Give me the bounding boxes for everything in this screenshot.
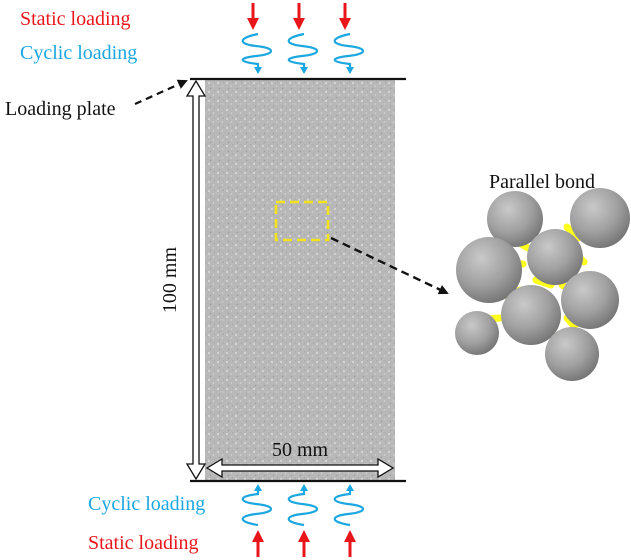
spring-wave-icon (333, 490, 365, 527)
highlight-region (274, 200, 330, 242)
up-arrow-icon (344, 530, 356, 557)
top-static-arrows (247, 3, 351, 30)
up-arrow-icon (298, 530, 310, 557)
top-cyclic-springs (241, 32, 365, 74)
loading-plate-label: Loading plate (5, 98, 116, 120)
particle (545, 327, 599, 381)
bottom-cyclic-springs (241, 484, 365, 527)
loading-plate-pointer (134, 79, 188, 106)
down-arrow-icon (293, 3, 305, 30)
parallel-bond-label: Parallel bond (489, 171, 595, 193)
spring-wave-icon (241, 490, 273, 527)
width-dimension-arrow (205, 457, 395, 479)
particle (570, 188, 630, 248)
particle (561, 271, 619, 329)
particle (527, 229, 583, 285)
particle (455, 311, 499, 355)
down-arrow-icon (339, 3, 351, 30)
particle (487, 191, 543, 247)
cyclic-loading-bottom-label: Cyclic loading (88, 493, 205, 515)
particle (501, 285, 561, 345)
height-dimension-arrow (185, 79, 207, 481)
spring-wave-icon (333, 32, 365, 68)
static-loading-bottom-label: Static loading (88, 532, 199, 554)
up-arrow-icon (252, 530, 264, 557)
spring-wave-icon (287, 32, 319, 68)
bottom-static-arrows (252, 530, 356, 557)
zoom-pointer (330, 236, 449, 295)
width-label: 50 mm (272, 439, 329, 461)
down-arrow-icon (247, 3, 259, 30)
particle-cluster (455, 188, 630, 381)
specimen-body (205, 79, 395, 481)
height-label: 100 mm (159, 247, 181, 314)
spring-wave-icon (241, 32, 273, 68)
static-loading-top-label: Static loading (20, 8, 131, 30)
particle (456, 237, 522, 303)
spring-wave-icon (287, 490, 319, 527)
cyclic-loading-top-label: Cyclic loading (20, 42, 137, 64)
